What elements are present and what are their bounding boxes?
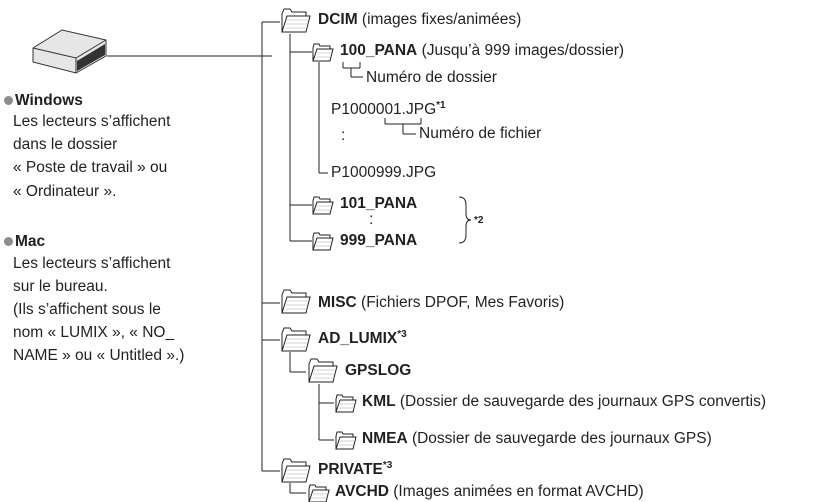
folder-101-pana: 101_PANA bbox=[340, 195, 418, 212]
folder-icon bbox=[335, 431, 357, 450]
folder-icon bbox=[281, 8, 311, 33]
folder-ad-lumix: AD_LUMIX*3 bbox=[318, 329, 407, 347]
folder-number-label: Numéro de dossier bbox=[366, 69, 497, 86]
file-first: P1000001.JPG*1 bbox=[331, 100, 446, 118]
ellipsis-colon: : bbox=[369, 211, 374, 228]
windows-heading: Windows bbox=[4, 92, 83, 110]
folder-icon bbox=[281, 327, 311, 352]
folder-icon bbox=[335, 394, 357, 413]
windows-text-line: « Poste de travail » ou bbox=[13, 159, 168, 176]
folder-misc: MISC (Fichiers DPOF, Mes Favoris) bbox=[318, 294, 565, 311]
ellipsis-colon: : bbox=[341, 127, 346, 144]
bullet-icon bbox=[4, 237, 13, 246]
mac-text-line: (Ils s’affichent sous le bbox=[13, 301, 161, 318]
mac-heading: Mac bbox=[4, 233, 45, 251]
bullet-icon bbox=[4, 96, 13, 105]
mac-text-line: sur le bureau. bbox=[13, 278, 108, 295]
folder-gpslog: GPSLOG bbox=[345, 362, 412, 379]
folder-nmea: NMEA (Dossier de sauvegarde des journaux… bbox=[362, 430, 712, 447]
folder-icon bbox=[312, 43, 334, 62]
drive-icon bbox=[32, 29, 107, 74]
mac-text-line: nom « LUMIX », « NO_ bbox=[13, 324, 175, 341]
windows-text-line: dans le dossier bbox=[13, 136, 118, 153]
folder-kml: KML (Dossier de sauvegarde des journaux … bbox=[362, 393, 767, 410]
windows-text-line: « Ordinateur ». bbox=[13, 183, 117, 200]
folder-avchd: AVCHD (Images animées en format AVCHD) bbox=[335, 483, 644, 500]
folder-private: PRIVATE*3 bbox=[318, 460, 393, 478]
folder-icon bbox=[312, 232, 334, 251]
folder-icon bbox=[312, 196, 334, 215]
folder-icon bbox=[308, 358, 338, 383]
folder-icon bbox=[281, 289, 311, 314]
windows-text-line: Les lecteurs s’affichent bbox=[13, 113, 171, 130]
folder-100-pana: 100_PANA (Jusqu’à 999 images/dossier) bbox=[340, 42, 625, 59]
mac-text-line: Les lecteurs s’affichent bbox=[13, 255, 171, 272]
footnote-2: *2 bbox=[474, 215, 484, 226]
folder-dcim: DCIM (images fixes/animées) bbox=[318, 11, 522, 28]
folder-999-pana: 999_PANA bbox=[340, 232, 418, 249]
folder-icon bbox=[308, 484, 330, 502]
file-last: P1000999.JPG bbox=[331, 164, 437, 181]
folder-icon bbox=[281, 458, 311, 483]
mac-text-line: NAME » ou « Untitled ».) bbox=[13, 347, 185, 364]
file-number-label: Numéro de fichier bbox=[419, 125, 542, 142]
